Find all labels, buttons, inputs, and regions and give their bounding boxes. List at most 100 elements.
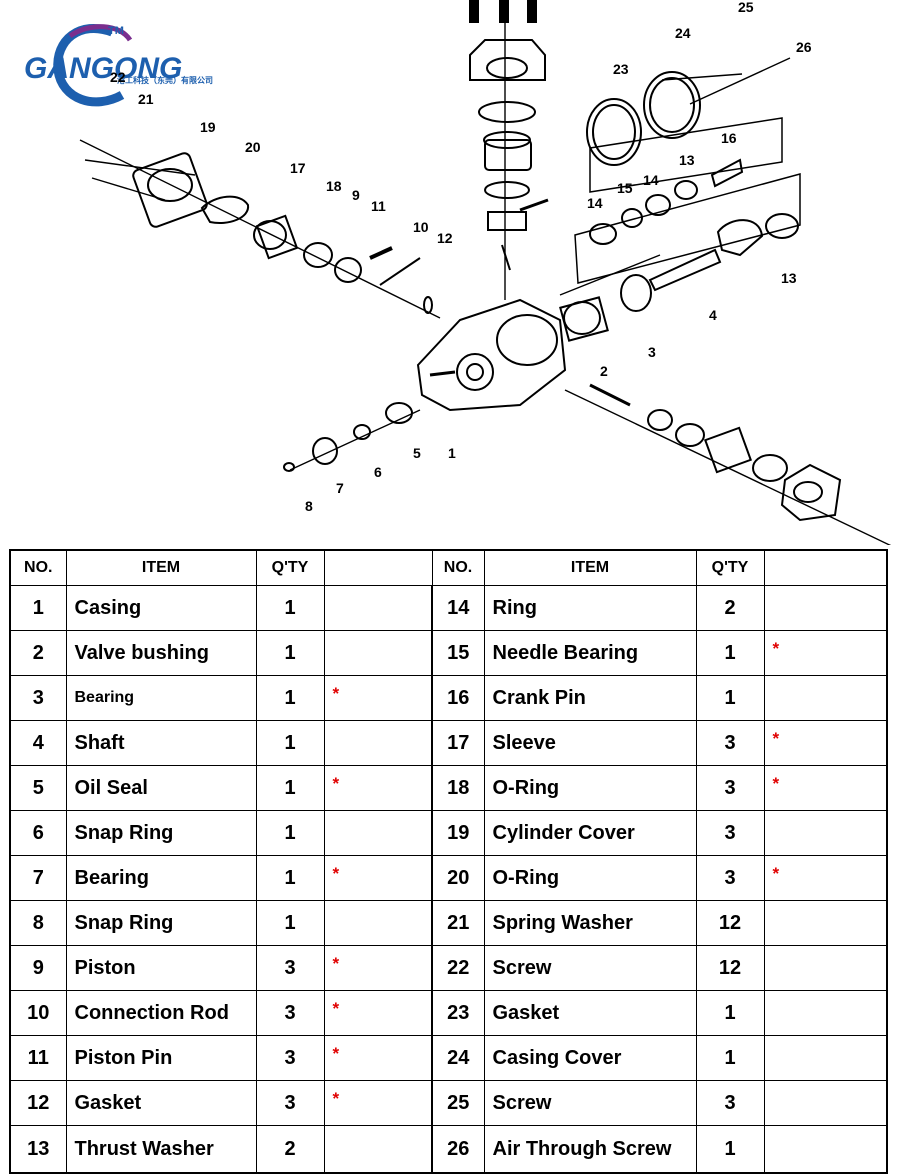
part-number: 5	[9, 765, 67, 811]
part-number: 14	[431, 585, 485, 631]
callout-6: 6	[374, 464, 382, 480]
part-quantity: 3	[695, 855, 765, 901]
part-name: Bearing	[65, 855, 257, 901]
part-number: 21	[431, 900, 485, 946]
header-no: NO.	[431, 549, 485, 586]
part-number: 18	[431, 765, 485, 811]
callout-23: 23	[613, 61, 629, 77]
wear-part-mark: *	[323, 990, 433, 1036]
callout-12: 12	[437, 230, 453, 246]
part-name: O-Ring	[483, 765, 697, 811]
part-quantity: 3	[255, 945, 325, 991]
part-name: Cylinder Cover	[483, 810, 697, 856]
part-name: Connection Rod	[65, 990, 257, 1036]
part-number: 16	[431, 675, 485, 721]
wear-part-mark: *	[323, 675, 433, 721]
callout-5: 5	[413, 445, 421, 461]
part-quantity: 2	[695, 585, 765, 631]
part-number: 4	[9, 720, 67, 766]
part-number: 7	[9, 855, 67, 901]
wear-part-mark: *	[323, 855, 433, 901]
part-number: 6	[9, 810, 67, 856]
wear-part-mark: *	[763, 765, 888, 811]
part-number: 19	[431, 810, 485, 856]
header-mark	[763, 549, 888, 586]
part-name: Ring	[483, 585, 697, 631]
callout-2: 2	[600, 363, 608, 379]
part-name: Shaft	[65, 720, 257, 766]
wear-part-mark	[763, 1035, 888, 1081]
header-item: ITEM	[65, 549, 257, 586]
part-name: Piston	[65, 945, 257, 991]
header-item: ITEM	[483, 549, 697, 586]
part-number: 13	[9, 1125, 67, 1174]
part-name: Casing Cover	[483, 1035, 697, 1081]
header-mark	[323, 549, 433, 586]
callout-1: 1	[448, 445, 456, 461]
callout-3: 3	[648, 344, 656, 360]
wear-part-mark	[763, 1080, 888, 1126]
wear-part-mark	[763, 675, 888, 721]
part-name: Bearing	[65, 675, 257, 721]
part-quantity: 1	[255, 810, 325, 856]
part-number: 8	[9, 900, 67, 946]
part-name: Sleeve	[483, 720, 697, 766]
table-header-row: NO. ITEM Q'TY NO. ITEM Q'TY	[9, 549, 888, 586]
callout-14a: 14	[587, 195, 603, 211]
part-number: 10	[9, 990, 67, 1036]
part-name: Gasket	[65, 1080, 257, 1126]
callout-15: 15	[617, 180, 633, 196]
callout-17: 17	[290, 160, 306, 176]
part-quantity: 2	[255, 1125, 325, 1174]
part-quantity: 3	[255, 1035, 325, 1081]
part-quantity: 12	[695, 900, 765, 946]
part-name: Screw	[483, 945, 697, 991]
wear-part-mark: *	[323, 1080, 433, 1126]
wear-part-mark	[763, 900, 888, 946]
part-number: 24	[431, 1035, 485, 1081]
callout-18: 18	[326, 178, 342, 194]
wear-part-mark	[323, 720, 433, 766]
header-qty: Q'TY	[255, 549, 325, 586]
part-name: Screw	[483, 1080, 697, 1126]
wear-part-mark: *	[763, 855, 888, 901]
part-number: 17	[431, 720, 485, 766]
callout-11: 11	[371, 198, 386, 214]
callout-16: 16	[721, 130, 737, 146]
part-quantity: 1	[695, 990, 765, 1036]
part-quantity: 1	[695, 630, 765, 676]
wear-part-mark	[323, 810, 433, 856]
wear-part-mark	[323, 630, 433, 676]
part-number: 20	[431, 855, 485, 901]
part-quantity: 3	[695, 765, 765, 811]
wear-part-mark	[763, 1125, 888, 1174]
part-number: 25	[431, 1080, 485, 1126]
callout-4: 4	[709, 307, 717, 323]
part-number: 1	[9, 585, 67, 631]
part-quantity: 1	[695, 1035, 765, 1081]
callout-24: 24	[675, 25, 691, 41]
callout-21: 21	[138, 91, 154, 107]
part-number: 2	[9, 630, 67, 676]
part-number: 11	[9, 1035, 67, 1081]
callout-13b: 13	[781, 270, 797, 286]
part-name: Needle Bearing	[483, 630, 697, 676]
part-quantity: 12	[695, 945, 765, 991]
callout-22: 22	[110, 69, 126, 85]
part-number: 3	[9, 675, 67, 721]
header-no: NO.	[9, 549, 67, 586]
wear-part-mark: *	[323, 1035, 433, 1081]
header-qty: Q'TY	[695, 549, 765, 586]
wear-part-mark: *	[763, 630, 888, 676]
part-number: 9	[9, 945, 67, 991]
logo-tm: TM	[108, 25, 124, 37]
callout-9: 9	[352, 187, 360, 203]
wear-part-mark	[323, 585, 433, 631]
